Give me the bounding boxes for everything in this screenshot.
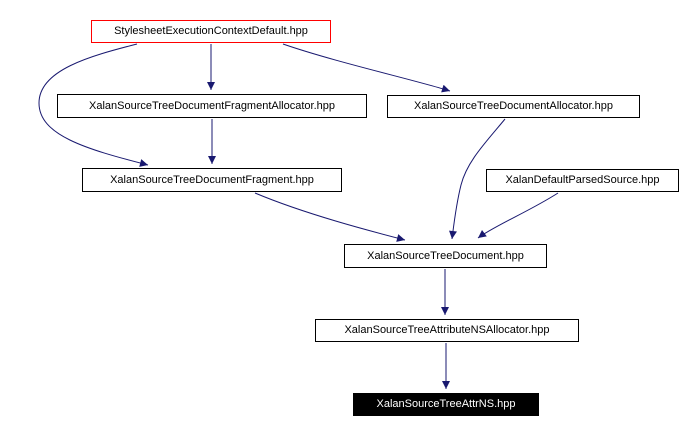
edge-document-allocator-to-document-arrow	[449, 118, 506, 240]
node-xalan-source-tree-document[interactable]: XalanSourceTreeDocument.hpp	[344, 244, 547, 268]
node-xalan-default-parsed-source[interactable]: XalanDefaultParsedSource.hpp	[486, 169, 679, 192]
node-xalan-source-tree-attribute-ns-allocator[interactable]: XalanSourceTreeAttributeNSAllocator.hpp	[315, 319, 579, 342]
node-xalan-source-tree-document-fragment[interactable]: XalanSourceTreeDocumentFragment.hpp	[82, 168, 342, 192]
node-stylesheet-execution-context-default[interactable]: StylesheetExecutionContextDefault.hpp	[91, 20, 331, 43]
edge-default-parsed-source-to-document-arrow	[477, 192, 559, 239]
edge-context-default-to-document-fragment-arrow	[38, 43, 149, 167]
edge-document-fragment-to-document-arrow	[254, 192, 406, 242]
node-xalan-source-tree-document-allocator[interactable]: XalanSourceTreeDocumentAllocator.hpp	[387, 95, 640, 118]
node-xalan-source-tree-document-fragment-allocator[interactable]: XalanSourceTreeDocumentFragmentAllocator…	[57, 94, 367, 118]
edge-context-default-to-document-allocator-arrow	[282, 43, 451, 93]
node-xalan-source-tree-attr-ns: XalanSourceTreeAttrNS.hpp	[353, 393, 539, 416]
